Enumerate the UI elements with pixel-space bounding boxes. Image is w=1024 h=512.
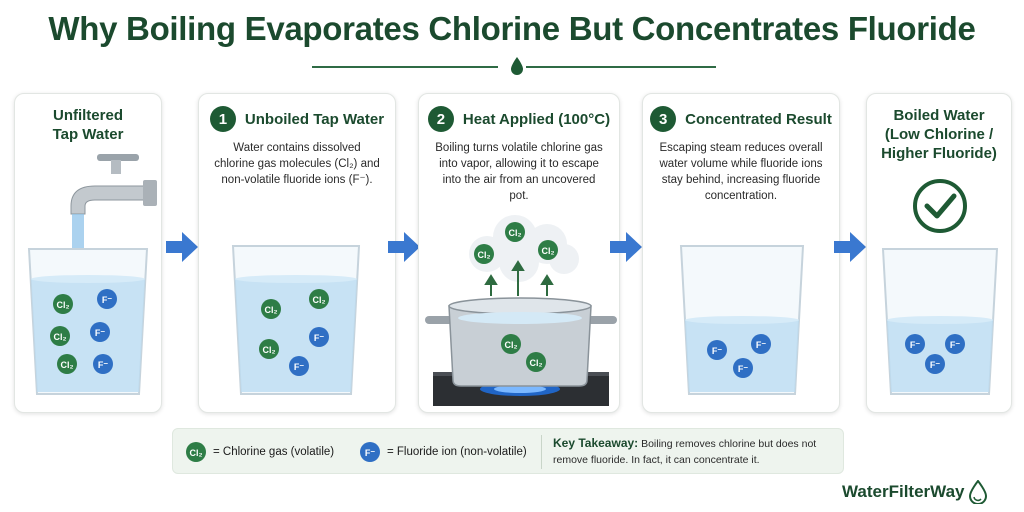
faucet-spout [70, 185, 146, 215]
title-rule-right [526, 66, 716, 68]
panel-step-2: 2 Heat Applied (100°C) Boiling turns vol… [418, 93, 620, 413]
svg-text:F⁻: F⁻ [950, 340, 960, 350]
molecule-markers: F⁻ F⁻ F⁻ [905, 334, 965, 374]
legend-fluoride-label: = Fluoride ion (non-volatile) [387, 446, 527, 458]
panel-boiled: Boiled Water (Low Chlorine / Higher Fluo… [866, 93, 1012, 413]
brand-logo: WaterFilterWay [842, 480, 987, 504]
svg-text:F⁻: F⁻ [365, 448, 375, 458]
svg-text:F⁻: F⁻ [712, 346, 722, 356]
svg-text:Cl₂: Cl₂ [505, 340, 518, 350]
step-number-badge: 1 [209, 106, 236, 132]
key-takeaway-text: Boiling removes chlorine but does not re… [553, 438, 817, 466]
panel-step-3: 3 Concentrated Result Escaping steam red… [642, 93, 840, 413]
step-number-badge: 3 [650, 106, 677, 132]
arrow-right-icon [610, 232, 642, 262]
panel-heading: Unfiltered Tap Water [52, 107, 124, 143]
panel-heading: Boiled Water (Low Chlorine / Higher Fluo… [881, 107, 997, 162]
molecule-markers: F⁻ F⁻ F⁻ [707, 334, 771, 378]
arrow-right-icon [834, 232, 866, 262]
panel-step-1: 1 Unboiled Tap Water Water contains diss… [198, 93, 396, 413]
page-title: Why Boiling Evaporates Chlorine But Conc… [48, 10, 976, 47]
svg-text:Cl₂: Cl₂ [61, 360, 74, 370]
svg-text:Cl₂: Cl₂ [478, 250, 491, 260]
molecule-markers: Cl₂ Cl₂ F⁻ Cl₂ F⁻ [259, 289, 329, 376]
panel-unfiltered: Unfiltered Tap Water Cl₂ F⁻ Cl₂ F⁻ Cl₂ F… [14, 93, 162, 413]
svg-text:F⁻: F⁻ [910, 340, 920, 350]
glass-illustration: Cl₂ Cl₂ F⁻ Cl₂ F⁻ [231, 245, 361, 395]
glass-illustration: F⁻ F⁻ F⁻ [881, 179, 999, 395]
svg-text:F⁻: F⁻ [294, 362, 304, 372]
title-rule-left [312, 66, 498, 68]
brand-name: WaterFilterWay [842, 482, 965, 501]
svg-text:Cl₂: Cl₂ [530, 358, 543, 368]
legend-chlorine: Cl₂ = Chlorine gas (volatile) [185, 441, 334, 463]
boiling-pot-illustration: Cl₂ Cl₂ Cl₂ Cl₂ Cl₂ [425, 215, 617, 406]
vapor-arrows [484, 260, 554, 296]
svg-text:F⁻: F⁻ [98, 360, 108, 370]
panel-description: Escaping steam reduces overall water vol… [659, 142, 823, 202]
key-takeaway-title: Key Takeaway: [553, 436, 639, 450]
svg-text:Cl₂: Cl₂ [190, 448, 203, 458]
panel-heading: Concentrated Result [685, 110, 832, 128]
faucet-handle [97, 154, 139, 161]
panel-description: Water contains dissolved chlorine gas mo… [214, 142, 380, 186]
svg-text:Cl₂: Cl₂ [542, 246, 555, 256]
svg-text:F⁻: F⁻ [930, 360, 940, 370]
fluoride-ion-icon: F⁻ [360, 442, 380, 462]
svg-text:Cl₂: Cl₂ [263, 345, 276, 355]
svg-text:F⁻: F⁻ [756, 340, 766, 350]
svg-text:F⁻: F⁻ [102, 295, 112, 305]
svg-text:F⁻: F⁻ [95, 328, 105, 338]
water-drop-icon [511, 57, 523, 75]
chlorine-molecule-icon: Cl₂ [186, 442, 206, 462]
panel-heading: Heat Applied (100°C) [462, 110, 611, 128]
svg-text:Cl₂: Cl₂ [265, 305, 278, 315]
svg-text:Cl₂: Cl₂ [509, 228, 522, 238]
checkmark-icon [913, 179, 967, 233]
arrow-right-icon [388, 232, 420, 262]
panel-heading: Unboiled Tap Water [244, 110, 385, 128]
arrow-right-icon [166, 232, 198, 262]
svg-text:F⁻: F⁻ [314, 333, 324, 343]
svg-text:Cl₂: Cl₂ [313, 295, 326, 305]
legend-fluoride: F⁻ = Fluoride ion (non-volatile) [359, 441, 527, 463]
panel-description: Boiling turns volatile chlorine gas into… [435, 142, 603, 202]
legend: Cl₂ = Chlorine gas (volatile) F⁻ = Fluor… [172, 428, 844, 474]
key-takeaway: Key Takeaway: Boiling removes chlorine b… [553, 435, 838, 468]
legend-divider [541, 435, 542, 469]
glass-illustration: F⁻ F⁻ F⁻ [679, 245, 805, 395]
molecule-markers: Cl₂ F⁻ Cl₂ F⁻ Cl₂ F⁻ [50, 289, 117, 374]
step-number-badge: 2 [427, 106, 454, 132]
legend-chlorine-label: = Chlorine gas (volatile) [213, 446, 335, 458]
faucet-glass-illustration: Cl₂ F⁻ Cl₂ F⁻ Cl₂ F⁻ [27, 154, 157, 395]
svg-text:Cl₂: Cl₂ [57, 300, 70, 310]
water-drop-icon [968, 480, 987, 504]
svg-text:F⁻: F⁻ [738, 364, 748, 374]
svg-text:Cl₂: Cl₂ [54, 332, 67, 342]
